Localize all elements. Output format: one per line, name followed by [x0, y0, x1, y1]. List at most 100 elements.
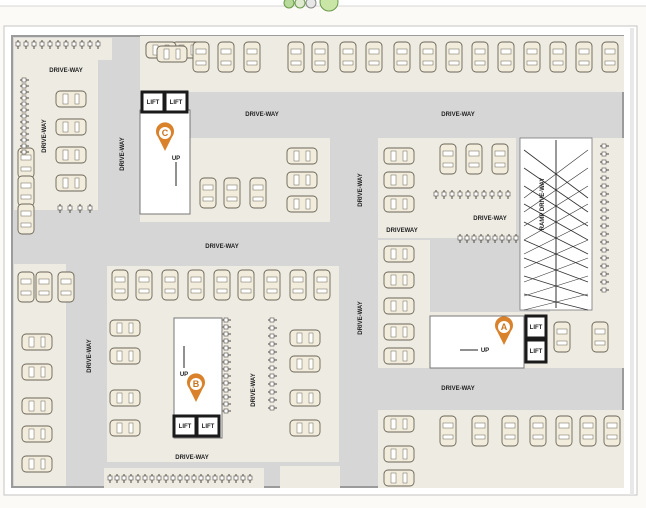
parked-car — [311, 41, 329, 73]
two-wheeler — [222, 387, 231, 393]
two-wheeler — [222, 324, 231, 330]
two-wheeler — [121, 474, 127, 483]
lift[interactable]: LIFT — [195, 414, 221, 438]
parked-car — [21, 333, 53, 351]
up-label: UP — [172, 156, 180, 162]
lift-label: LIFT — [170, 100, 183, 106]
two-wheeler — [478, 234, 484, 243]
parked-car — [383, 347, 415, 365]
parked-car — [365, 41, 383, 73]
two-wheeler — [20, 143, 29, 149]
driveway-label: DRIVE-WAY — [441, 112, 474, 118]
two-wheeler — [191, 474, 197, 483]
parked-car — [135, 269, 153, 301]
parked-car — [339, 41, 357, 73]
zoom-control-icons[interactable] — [283, 0, 339, 12]
two-wheeler — [600, 255, 609, 261]
parked-car — [575, 41, 593, 73]
lift[interactable]: LIFT — [172, 414, 198, 438]
parked-car — [161, 269, 179, 301]
two-wheeler — [600, 223, 609, 229]
two-wheeler — [505, 190, 511, 199]
driveway-label: DRIVE-WAY — [87, 339, 93, 372]
two-wheeler — [20, 113, 29, 119]
location-pin-icon[interactable]: B — [187, 373, 205, 402]
location-pin-icon[interactable]: C — [156, 122, 174, 151]
parked-car — [55, 118, 87, 136]
two-wheeler — [20, 89, 29, 95]
two-wheeler — [20, 131, 29, 137]
two-wheeler — [600, 143, 609, 149]
two-wheeler — [457, 234, 463, 243]
two-wheeler — [222, 380, 231, 386]
location-pin-icon[interactable]: A — [494, 316, 513, 345]
parked-car — [217, 41, 235, 73]
parked-car — [156, 45, 188, 63]
two-wheeler — [20, 119, 29, 125]
two-wheeler — [513, 234, 519, 243]
parked-car — [21, 397, 53, 415]
driveway-label: DRIVE-WAY — [205, 244, 238, 250]
two-wheeler — [600, 175, 609, 181]
parked-car — [383, 171, 415, 189]
two-wheeler — [600, 239, 609, 245]
parked-car — [471, 41, 489, 73]
lift[interactable]: LIFT — [524, 338, 548, 364]
driveway-label: DRIVE-WAY — [358, 301, 364, 334]
two-wheeler — [506, 234, 512, 243]
two-wheeler — [233, 474, 239, 483]
parked-car — [17, 271, 35, 303]
driveway-label: RAMP DRIVE-WAY — [540, 178, 546, 231]
parked-car — [383, 147, 415, 165]
driveway-label: DRIVEWAY — [386, 228, 417, 234]
location-markers[interactable]: A B C — [156, 122, 513, 402]
two-wheeler — [268, 365, 277, 371]
parked-car — [286, 195, 318, 213]
lift[interactable]: LIFT — [163, 90, 189, 114]
two-wheeler — [135, 474, 141, 483]
parked-car — [601, 41, 619, 73]
two-wheeler — [39, 40, 45, 49]
parked-car — [21, 425, 53, 443]
two-wheeler — [20, 101, 29, 107]
lift[interactable]: LIFT — [524, 314, 548, 340]
parked-car — [263, 269, 281, 301]
up-label: UP — [481, 348, 489, 354]
parked-car — [383, 271, 415, 289]
two-wheeler — [600, 231, 609, 237]
parked-car — [465, 143, 483, 175]
two-wheeler — [499, 234, 505, 243]
two-wheeler — [222, 359, 231, 365]
two-wheeler — [268, 389, 277, 395]
parked-car — [523, 41, 541, 73]
two-wheeler — [87, 40, 93, 49]
two-wheeler — [222, 331, 231, 337]
two-wheeler — [55, 40, 61, 49]
parked-car — [109, 347, 141, 365]
two-wheeler — [471, 234, 477, 243]
parked-car — [529, 415, 547, 447]
parked-car — [109, 419, 141, 437]
two-wheeler — [600, 151, 609, 157]
two-wheeler — [492, 234, 498, 243]
two-wheeler — [142, 474, 148, 483]
parked-car — [289, 419, 321, 437]
two-wheeler — [600, 279, 609, 285]
parked-car — [591, 321, 609, 353]
parked-car — [491, 143, 509, 175]
labels: DRIVE-WAY DRIVE-WAY DRIVE-WAY DRIVE-WAY DRIV… — [42, 68, 546, 461]
lift-label: LIFT — [147, 100, 160, 106]
two-wheeler — [600, 183, 609, 189]
driveway-label: DRIVE-WAY — [245, 112, 278, 118]
parked-car — [286, 171, 318, 189]
lift-label: LIFT — [202, 424, 215, 430]
parked-car — [223, 177, 241, 209]
lift[interactable]: LIFT — [140, 90, 166, 114]
parked-car — [17, 175, 35, 207]
parked-cars — [15, 40, 621, 487]
driveway-label: DRIVE-WAY — [251, 373, 257, 406]
two-wheeler — [268, 373, 277, 379]
two-wheeler — [600, 167, 609, 173]
two-wheeler — [79, 40, 85, 49]
two-wheeler — [20, 95, 29, 101]
